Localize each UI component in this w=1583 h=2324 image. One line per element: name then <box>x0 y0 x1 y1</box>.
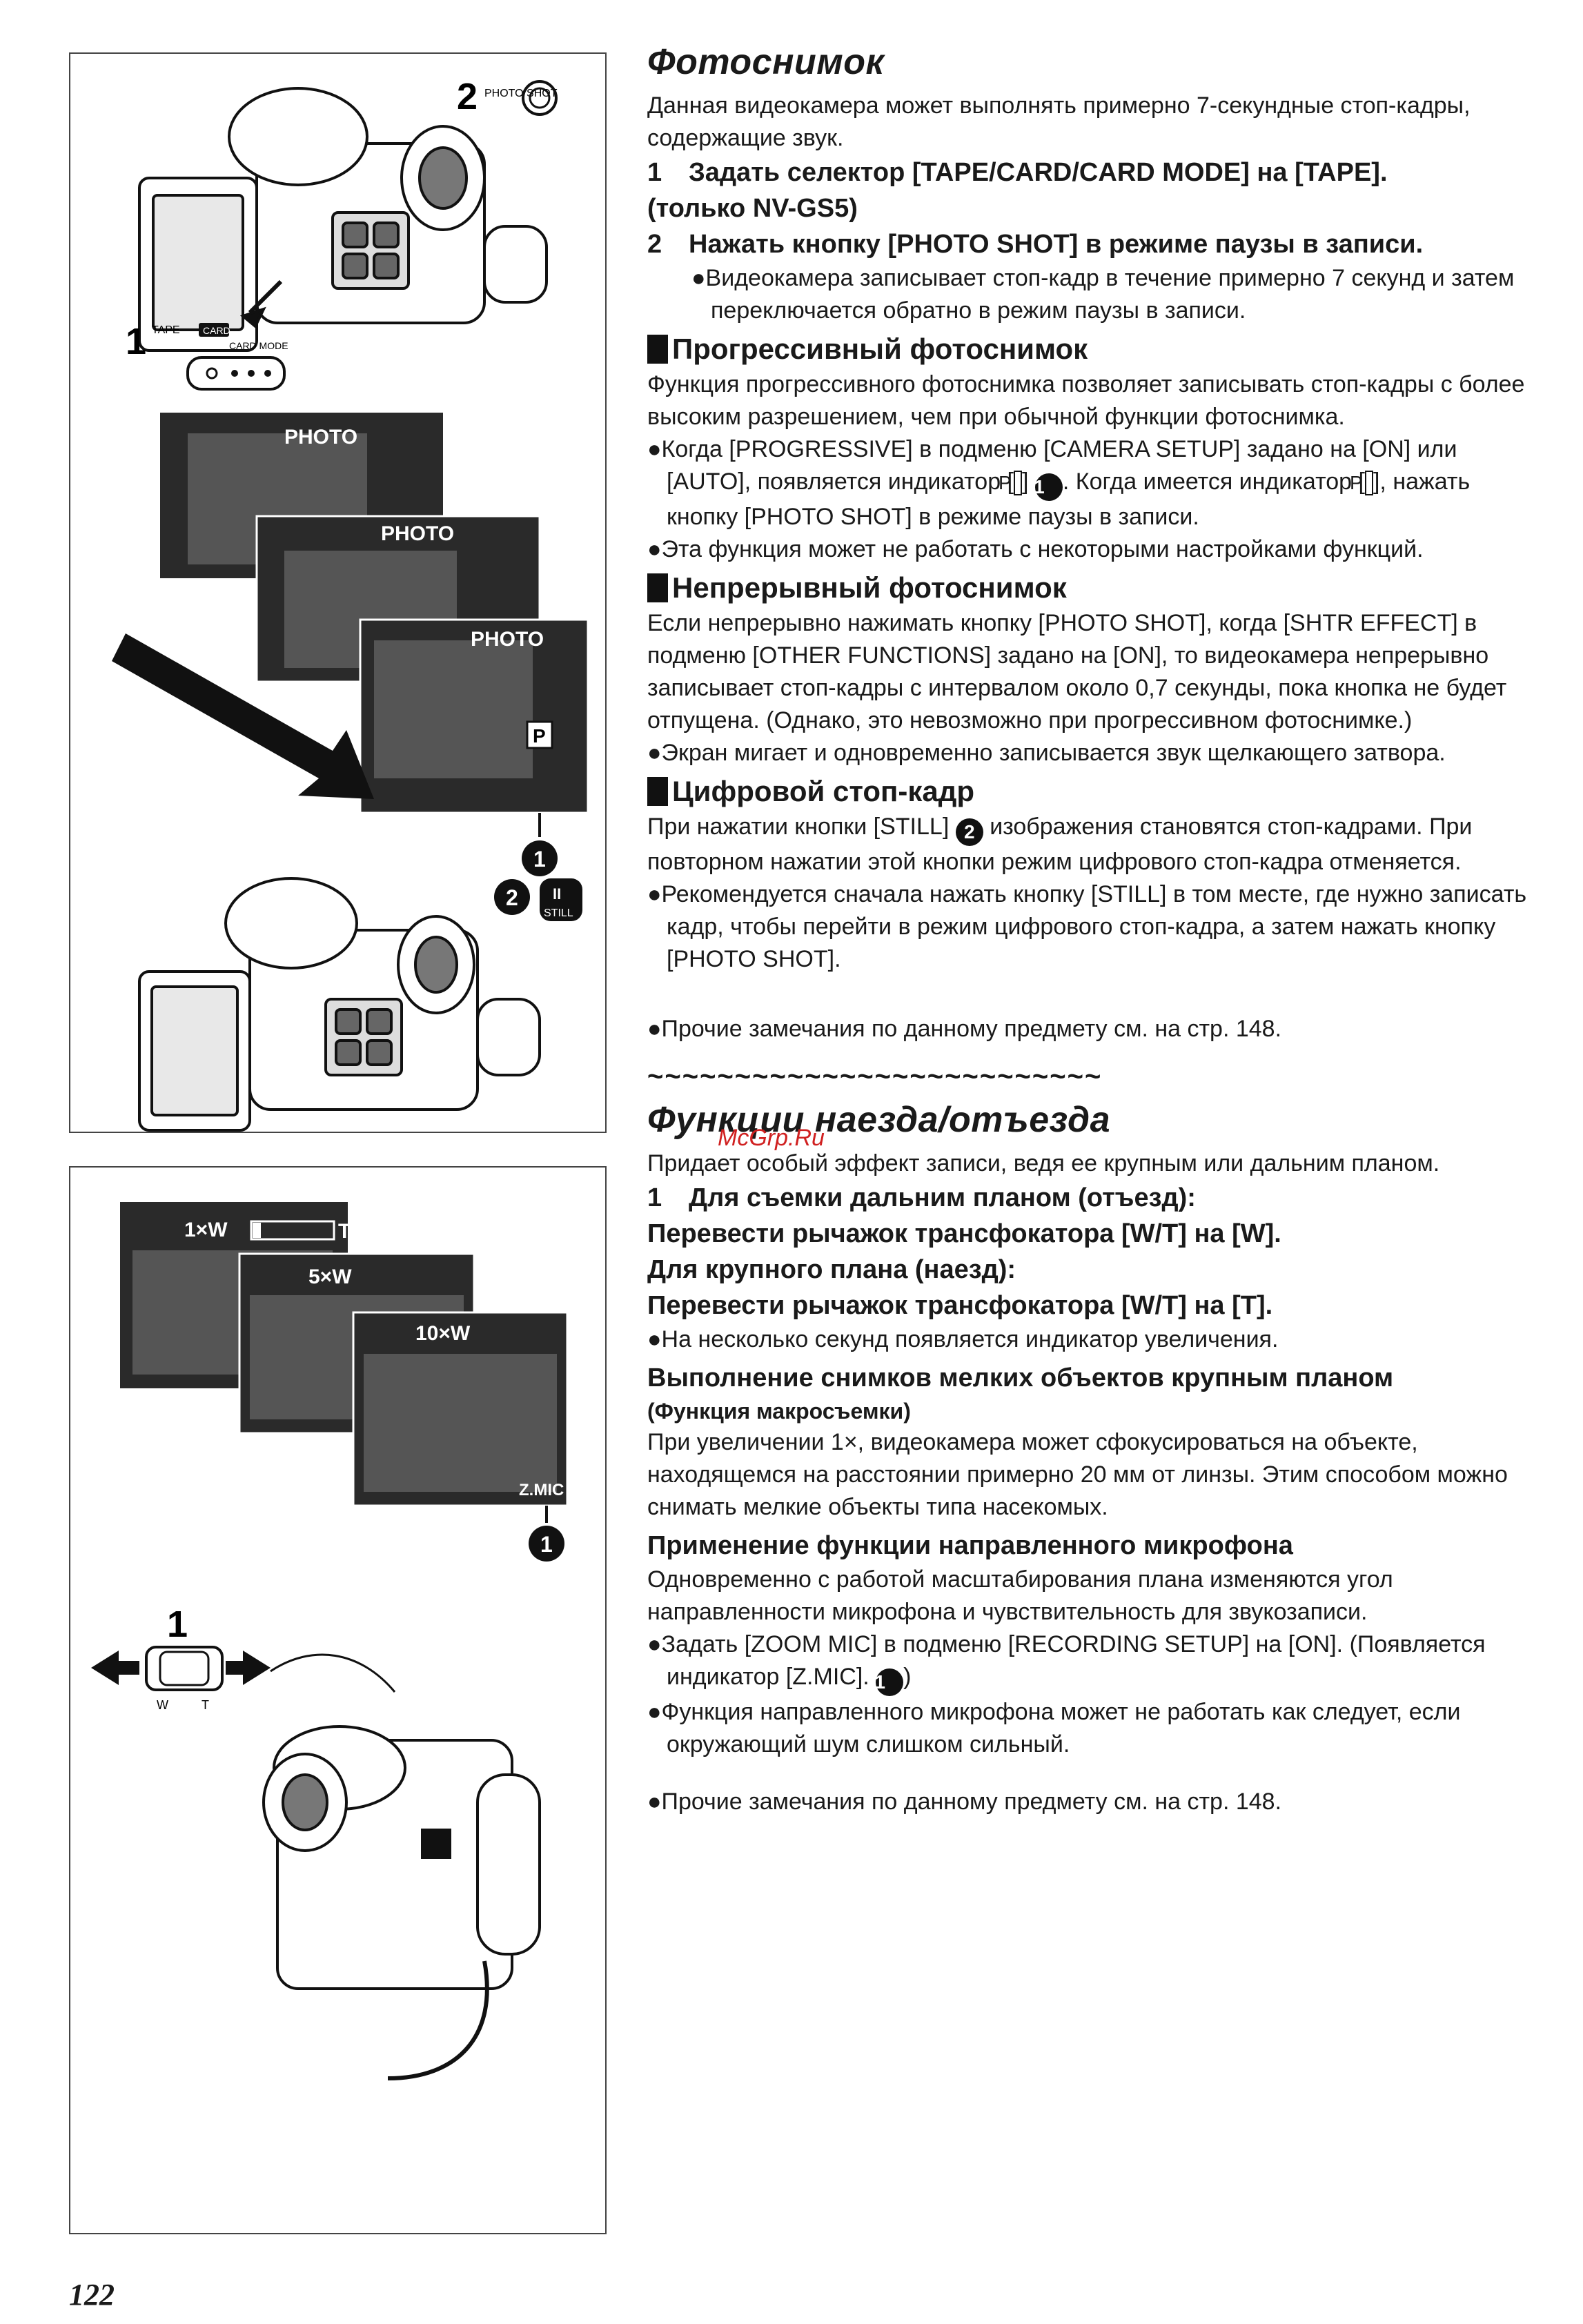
card-mode-label: CARD MODE <box>229 340 288 351</box>
zoom-bullet-1: ●На несколько секунд появляется индикато… <box>647 1326 1279 1352</box>
illustration-panel-top: 2 PHOTO SHOT 1 TAPE CARD CARD MODE PHOTO… <box>69 52 607 1133</box>
arrow-graphic <box>112 633 374 799</box>
zoom-5x-label: 5×W <box>308 1266 352 1288</box>
mic-bullet-1: ●Задать [ZOOM MIC] в подменю [RECORDING … <box>647 1628 1544 1696</box>
callout-circle-1-bottom <box>529 1526 564 1562</box>
digital-still-body: При нажатии кнопки [STILL] 2 изображения… <box>647 814 1473 875</box>
photoshot-intro: Данная видеокамера может выполнять приме… <box>647 92 1471 151</box>
progressive-indicator <box>526 720 553 749</box>
photoshot-step-1-note: (только NV-GS5) <box>647 194 858 223</box>
photo-shot-button-icon <box>522 80 558 116</box>
photo-label-2: PHOTO <box>381 522 454 545</box>
still-label: STILL <box>544 907 573 919</box>
zoom-illustration-bottom: 1×W T 5×W 10×W Z.MIC 1 1 W T <box>91 1202 569 2080</box>
camcorder-illustration-top: 2 PHOTO SHOT 1 TAPE CARD CARD MODE PHOTO… <box>112 76 589 1132</box>
progressive-p-icon-2: P <box>1350 471 1373 495</box>
photoshot-step-2: 2 Нажать кнопку [PHOTO SHOT] в режиме па… <box>647 230 1424 259</box>
zoom-step-1-line-4: Перевести рычажок трансфокатора [W/T] на… <box>647 1291 1273 1320</box>
watermark: McGrp.Ru <box>718 1125 825 1151</box>
digital-still-heading: Цифровой стоп-кадр <box>647 772 1544 811</box>
svg-text:1: 1 <box>533 847 546 872</box>
photoshot-title: Фотоснимок <box>647 42 885 82</box>
t-label: T <box>201 1698 209 1712</box>
zoom-title: Функции наезда/отъезда <box>647 1100 1111 1140</box>
arrow-right-icon <box>226 1651 271 1685</box>
svg-text:2: 2 <box>506 885 518 910</box>
digital-still-bullet: ●Рекомендуется сначала нажать кнопку [ST… <box>647 881 1527 972</box>
photoshot-step-1: 1 Задать селектор [TAPE/CARD/CARD MODE] … <box>647 158 1388 187</box>
zoom-1x-label: 1×W <box>184 1219 228 1241</box>
zoom-10x-label: 10×W <box>415 1322 471 1345</box>
section-marker-icon <box>647 573 668 602</box>
svg-text:1: 1 <box>540 1532 553 1557</box>
callout-1-icon: 1 <box>1034 473 1063 501</box>
zmic-indicator: Z.MIC <box>519 1481 564 1499</box>
svg-text:CARD: CARD <box>203 325 230 336</box>
callout-circle-2 <box>494 879 530 915</box>
zoom-step-1-line-2: Перевести рычажок трансфокатора [W/T] на… <box>647 1219 1281 1248</box>
section-divider: ~~~~~~~~~~~~~~~~~~~~~~~~~~ <box>647 1061 1103 1092</box>
callout-2: 2 <box>457 76 478 117</box>
illustration-panel-bottom: 1×W T 5×W 10×W Z.MIC 1 1 W T <box>69 1166 607 2234</box>
section-marker-icon <box>647 335 668 364</box>
w-label: W <box>157 1698 168 1712</box>
arrow-left-icon <box>91 1651 139 1685</box>
svg-text:II: II <box>553 885 561 903</box>
photo-label-3: PHOTO <box>471 628 544 651</box>
photo-label-1: PHOTO <box>284 426 357 449</box>
photo-shot-label: PHOTO SHOT <box>484 88 558 99</box>
macro-title: Выполнение снимков мелких объектов крупн… <box>647 1363 1394 1392</box>
zoom-note: ●Прочие замечания по данному предмету см… <box>647 1789 1282 1815</box>
zoom-intro: Придает особый эффект записи, ведя ее кр… <box>647 1150 1440 1176</box>
callout-2-icon: 2 <box>955 818 983 846</box>
section-marker-icon <box>647 777 668 806</box>
callout-1: 1 <box>126 321 146 362</box>
continuous-bullet: ●Экран мигает и одновременно записываетс… <box>647 740 1446 766</box>
progressive-p-icon: P <box>999 471 1022 495</box>
mic-body: Одновременно с работой масштабирования п… <box>647 1566 1393 1625</box>
card-badge <box>199 323 229 337</box>
tape-label: TAPE <box>152 324 180 336</box>
zoom-frames: 1×W T 5×W 10×W Z.MIC <box>120 1202 569 1523</box>
macro-subtitle: (Функция макросъемки) <box>647 1399 911 1424</box>
camcorder-drawing-2 <box>138 877 541 1132</box>
progressive-bullet-2: ●Эта функция может не работать с некотор… <box>647 536 1424 562</box>
callout-circle-1 <box>522 840 558 876</box>
text-column: Фотоснимок Данная видеокамера может выпо… <box>647 41 1544 1818</box>
camcorder-drawing-1 <box>138 87 548 352</box>
svg-text:P: P <box>533 725 546 747</box>
page-number: 122 <box>69 2278 115 2312</box>
camcorder-drawing-3 <box>262 1725 541 2080</box>
photoshot-step-2-bullet: ●Видеокамера записывает стоп-кадр в тече… <box>691 265 1515 324</box>
continuous-heading: Непрерывный фотоснимок <box>647 569 1544 607</box>
callout-1-bottom: 1 <box>167 1604 188 1645</box>
mic-title: Применение функции направленного микрофо… <box>647 1531 1293 1560</box>
macro-body: При увеличении 1×, видеокамера может сфо… <box>647 1429 1508 1520</box>
zoom-step-1-line-3: Для крупного плана (наезд): <box>647 1255 1016 1284</box>
digital-still-note: ●Прочие замечания по данному предмету см… <box>647 1016 1282 1042</box>
still-button-icon <box>540 878 582 921</box>
progressive-heading: Прогрессивный фотоснимок <box>647 330 1544 368</box>
progressive-body: Функция прогрессивного фотоснимка позвол… <box>647 371 1525 430</box>
zoom-step-1: 1 Для съемки дальним планом (отъезд): <box>647 1183 1196 1212</box>
callout-1-icon: 1 <box>874 1668 904 1696</box>
photo-frames: PHOTO PHOTO PHOTO P <box>112 413 589 837</box>
zoom-bar <box>250 1220 335 1241</box>
mic-bullet-2: ●Функция направленного микрофона может н… <box>647 1699 1461 1757</box>
progressive-bullet-1: ●Когда [PROGRESSIVE] в подменю [CAMERA S… <box>647 436 1471 530</box>
svg-text:T: T <box>338 1220 351 1243</box>
continuous-body: Если непрерывно нажимать кнопку [PHOTO S… <box>647 610 1507 733</box>
